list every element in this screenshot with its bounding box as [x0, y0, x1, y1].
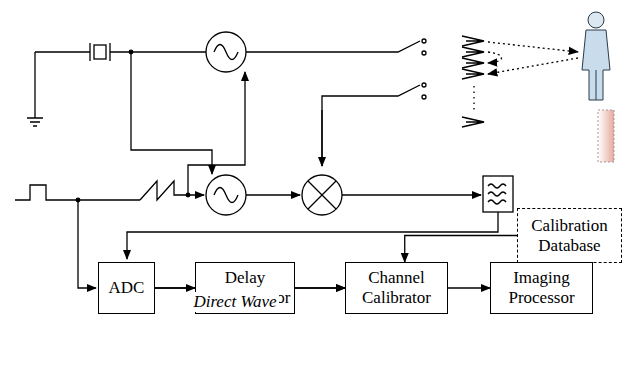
mixer-symbol [302, 175, 342, 215]
person-figure [582, 12, 610, 100]
process-box: Imaging Processor [490, 262, 593, 314]
echo-path [488, 42, 578, 74]
reference-wire [131, 52, 212, 174]
process-box: Channel Calibrator [345, 262, 448, 314]
sweep-wire [188, 72, 245, 195]
node-label: ADC [109, 278, 145, 298]
oscillator-symbol [206, 175, 246, 215]
ground-symbol [27, 52, 43, 126]
rx-switch [322, 85, 420, 166]
calibration-target [598, 110, 614, 162]
connector [448, 287, 490, 288]
database-box: Calibration Database [517, 208, 622, 263]
node-label: Imaging Processor [494, 268, 589, 307]
sawtooth-symbol [140, 181, 204, 200]
filter-symbol [483, 176, 513, 212]
node-label: Channel Calibrator [349, 268, 444, 307]
process-box: ADC [98, 262, 155, 314]
oscillator-symbol [206, 32, 246, 72]
edge-label: Direct Wave [191, 292, 278, 312]
node-label: Calibration Database [521, 216, 618, 255]
tx-switch [246, 41, 420, 52]
crystal-symbol [35, 43, 206, 61]
connector [405, 236, 517, 263]
trigger-wire [78, 200, 96, 288]
antenna-array [462, 36, 484, 127]
